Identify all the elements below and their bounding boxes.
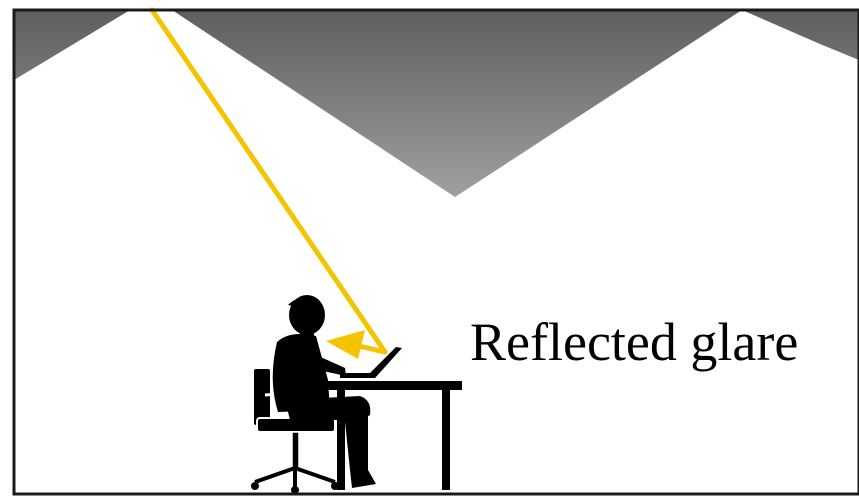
reflected-glare-label: Reflected glare (470, 312, 798, 372)
